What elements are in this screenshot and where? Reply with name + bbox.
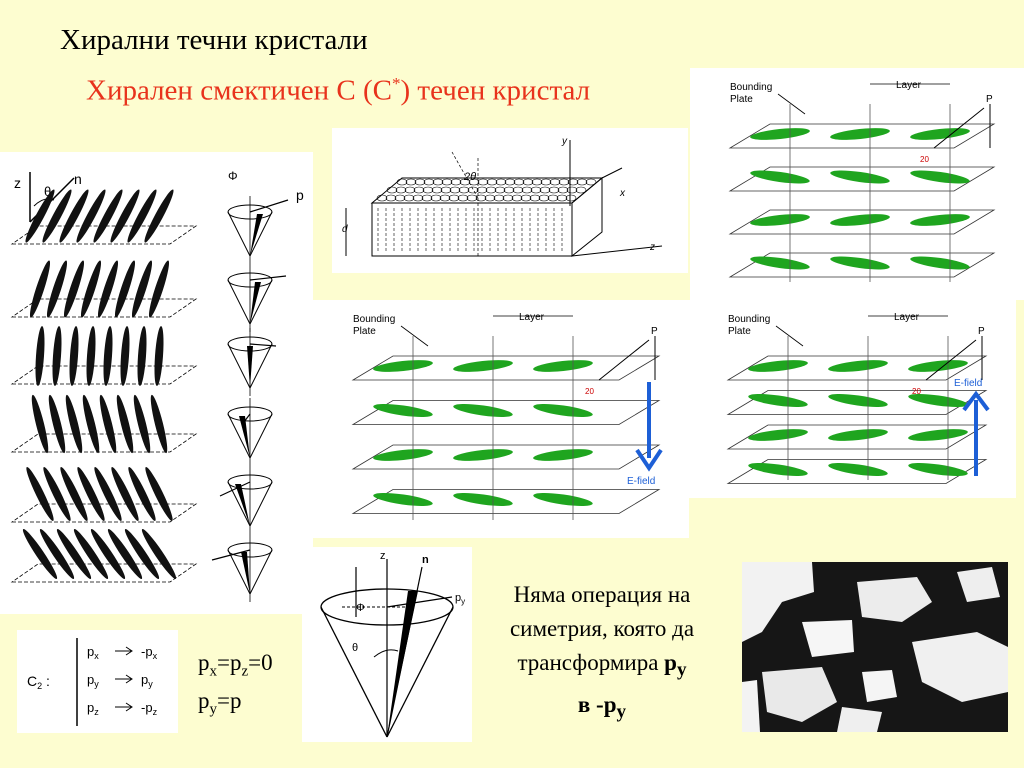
svg-text:Φ: Φ [356,602,365,614]
svg-text:θ: θ [352,642,358,654]
svg-text:y: y [561,136,568,147]
svg-text:n: n [422,554,429,566]
svg-text:d: d [342,224,348,235]
svg-text:20: 20 [585,387,594,396]
svg-text:Bounding: Bounding [730,82,772,93]
domain-micrograph [742,562,1008,732]
svg-text:Plate: Plate [353,326,376,337]
c2-label: C2 : [27,673,50,691]
c2-rows: px -px py py pz -pz [87,644,158,717]
cone-diagram: z n Φ θ py [302,547,472,742]
svg-text:-px: -px [141,644,158,661]
svg-text:20: 20 [920,155,929,164]
svg-text:E-field: E-field [627,476,655,487]
svg-text:P: P [651,326,658,337]
svg-text:z: z [14,175,21,191]
phi-label: Φ [228,169,238,183]
svg-text:px: px [87,644,99,661]
helix-stack-diagram: z n θ Φ p [0,152,313,614]
equation-py: py=p [198,688,242,718]
svg-text:z: z [649,242,655,253]
page-subtitle: Хирален смектичен С (С*) течен кристал [86,74,591,107]
symmetry-caption: Няма операция на симетрия, която да тран… [509,582,695,723]
smectic-layers-diagram: y x z d 2θ [332,128,688,273]
svg-text:-pz: -pz [141,700,158,717]
page-title: Хирални течни кристали [60,24,368,56]
molecule-layers [10,189,198,583]
svg-text:n: n [74,171,82,187]
svg-text:E-field: E-field [954,378,982,389]
svg-text:py: py [141,672,153,689]
svg-text:Bounding: Bounding [728,314,770,325]
svg-text:P: P [986,94,993,105]
svg-text:2θ: 2θ [463,171,476,183]
svg-text:x: x [619,188,626,199]
svg-text:pz: pz [87,700,99,717]
layer-block [370,151,663,258]
svg-text:P: P [978,326,985,337]
p-vector-label: p [296,187,304,203]
svg-text:Plate: Plate [730,94,753,105]
svg-text:20: 20 [912,387,921,396]
precession-cones [211,196,289,602]
svg-text:Bounding: Bounding [353,314,395,325]
svg-text:Layer: Layer [519,312,545,323]
svg-text:py: py [455,592,465,606]
svg-text:Layer: Layer [894,312,920,323]
svg-text:Plate: Plate [728,326,751,337]
svg-text:py: py [87,672,99,689]
svg-text:z: z [380,550,386,562]
svg-text:Layer: Layer [896,80,922,91]
c2-symmetry-table: C2 : px -px py py pz -pz [17,630,178,733]
svg-text:θ: θ [44,184,51,199]
equation-px-pz: px=pz=0 [198,650,273,680]
